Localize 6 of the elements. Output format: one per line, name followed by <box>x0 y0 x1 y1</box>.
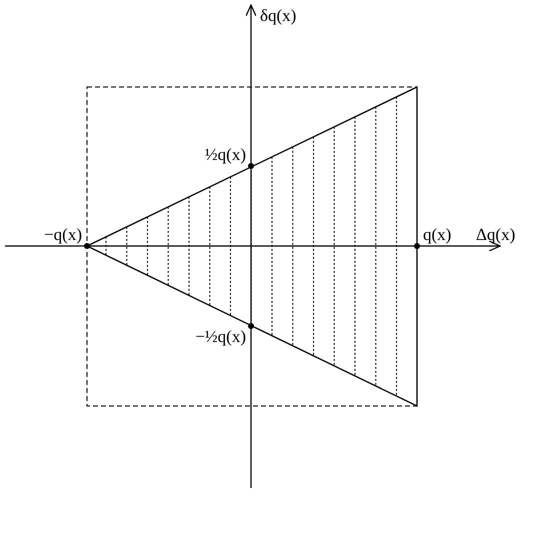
axis-label: ½q(x) <box>204 145 246 165</box>
axis-label: −½q(x) <box>195 327 246 347</box>
axis-label: −q(x) <box>44 225 82 245</box>
axis-label: q(x) <box>423 225 452 245</box>
axis-label: δq(x) <box>260 6 296 26</box>
axis-label: Δq(x) <box>476 225 516 245</box>
